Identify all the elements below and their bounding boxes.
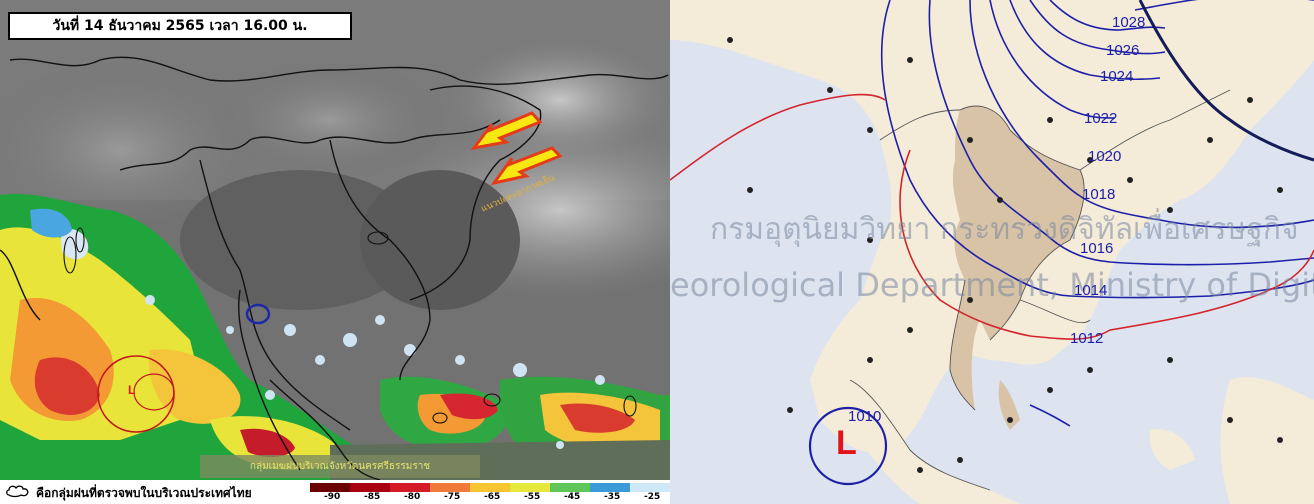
scale-swatch — [590, 483, 630, 492]
isobar-label-1014: 1014 — [1074, 282, 1108, 299]
scale-swatch — [430, 483, 470, 492]
isobar-label-1020: 1020 — [1088, 148, 1122, 165]
isobar-label-1022: 1022 — [1084, 110, 1118, 127]
scale-swatch — [510, 483, 550, 492]
scale-swatch — [350, 483, 390, 492]
scale-label: -75 — [444, 492, 461, 502]
satellite-panel: วันที่ 14 ธันวาคม 2565 เวลา 16.00 น. แนว… — [0, 0, 670, 504]
scale-label: -45 — [564, 492, 581, 502]
scale-label: -55 — [524, 492, 541, 502]
weather-map-image — [670, 0, 1314, 504]
watermark-english: eorological Department, Ministry of Digi… — [670, 266, 1314, 304]
scale-label: -65 — [484, 492, 501, 502]
cold-surge-arrows — [470, 111, 563, 186]
region-marker — [245, 303, 271, 325]
watermark-thai: กรมอุตุนิยมวิทยา กระทรวงดิจิทัลเพื่อเศรษ… — [710, 212, 1299, 247]
isobar-label-1016: 1016 — [1080, 240, 1114, 257]
satellite-low-marker: L — [128, 383, 136, 397]
satellite-title: วันที่ 14 ธันวาคม 2565 เวลา 16.00 น. — [8, 12, 352, 40]
scale-swatch — [630, 483, 670, 492]
isobar-label-1018: 1018 — [1082, 186, 1116, 203]
temperature-scale-labels: -90 -85 -80 -75 -65 -55 -45 -35 -25 — [310, 492, 670, 504]
cloud-outline-icon — [6, 485, 29, 498]
scale-swatch — [550, 483, 590, 492]
weather-map-panel: กรมอุตุนิยมวิทยา กระทรวงดิจิทัลเพื่อเศรษ… — [670, 0, 1314, 504]
scale-swatch — [390, 483, 430, 492]
scale-label: -35 — [604, 492, 621, 502]
isobar-label-1012: 1012 — [1070, 330, 1104, 347]
isobar-label-1010: 1010 — [848, 408, 882, 425]
satellite-image — [0, 40, 670, 481]
isobar-label-1024: 1024 — [1100, 68, 1134, 85]
weather-low-marker: L — [836, 424, 857, 462]
rain-cluster-label: กลุ่มเมฆฝนบริเวณจังหวัดนครศรีธรรมราช — [249, 461, 431, 472]
isobar-label-1028: 1028 — [1112, 14, 1146, 31]
temperature-scale — [310, 483, 670, 492]
scale-label: -85 — [364, 492, 381, 502]
scale-label: -90 — [324, 492, 341, 502]
scale-swatch — [310, 483, 350, 492]
scale-swatch — [470, 483, 510, 492]
isobar-label-1026: 1026 — [1106, 42, 1140, 59]
weather-low-circle — [808, 406, 888, 486]
scale-label: -25 — [644, 492, 661, 502]
legend-text: คือกลุ่มฝนที่ตรวจพบในบริเวณประเทศไทย — [36, 486, 252, 500]
scale-label: -80 — [404, 492, 421, 502]
